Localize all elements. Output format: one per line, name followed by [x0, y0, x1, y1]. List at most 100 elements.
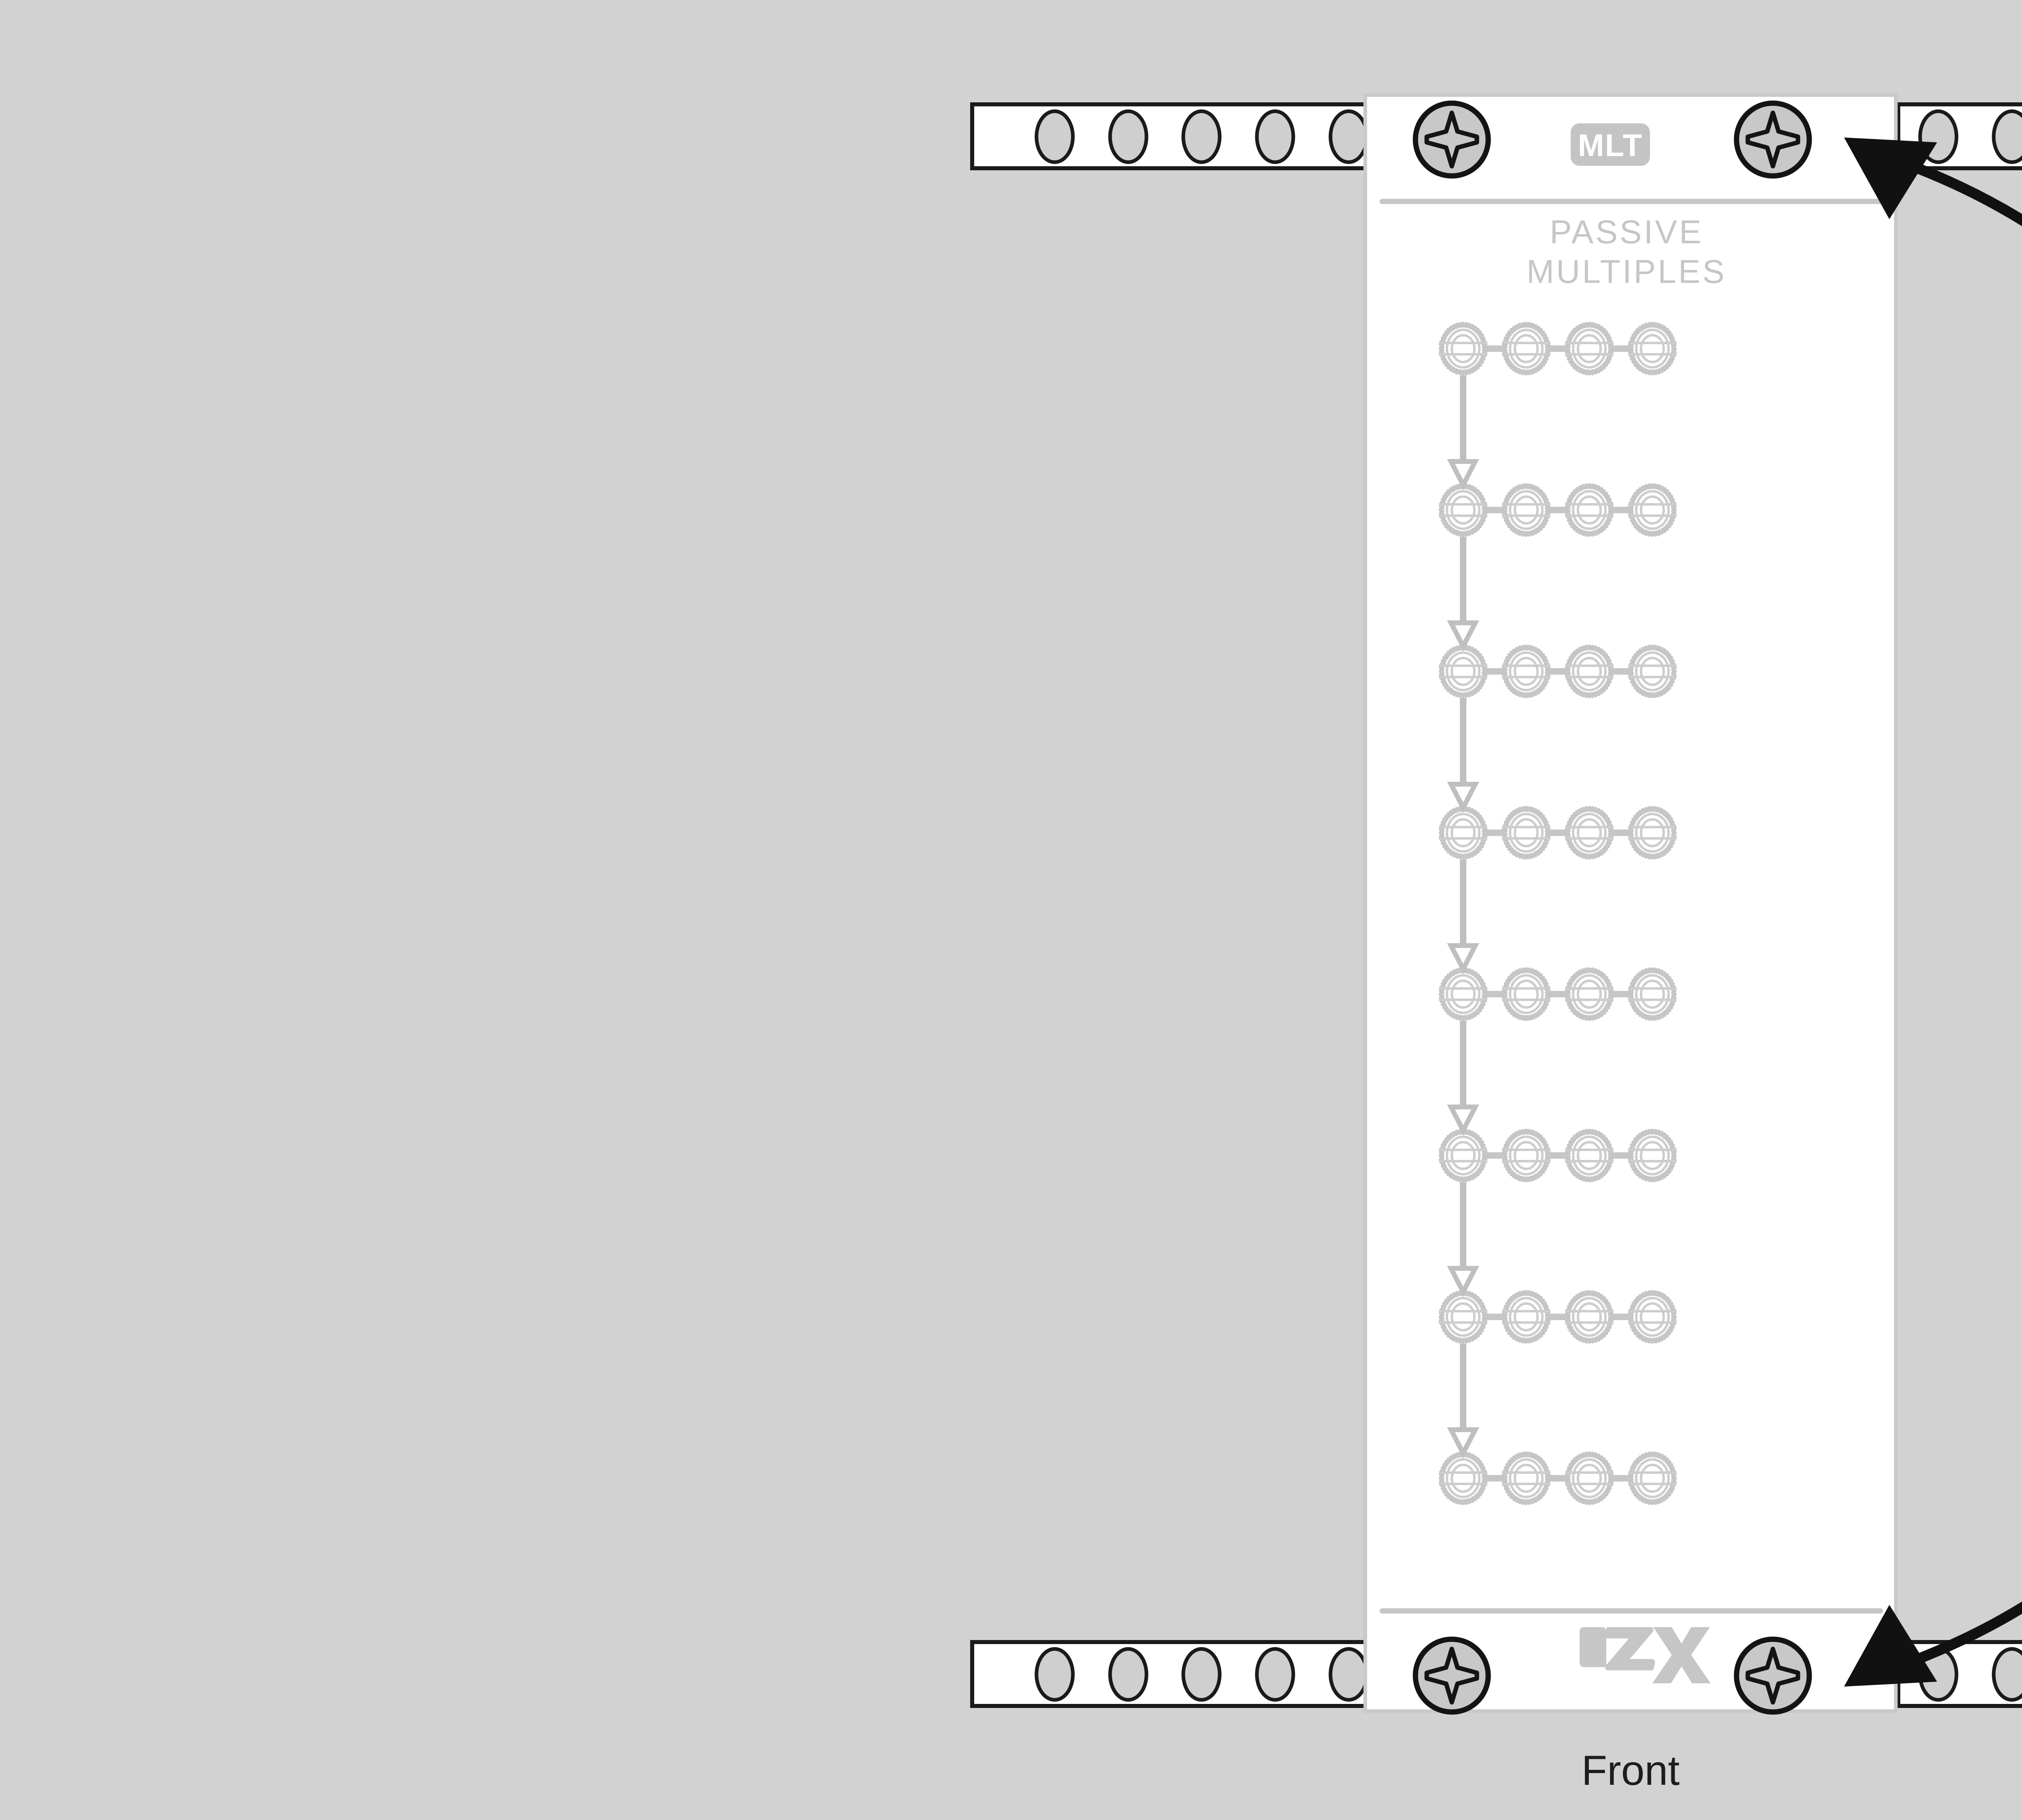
jack-outer-ring — [1509, 490, 1544, 530]
jack-inner-ring — [1577, 979, 1602, 1009]
knurled-jack-nut-icon[interactable] — [1628, 322, 1677, 376]
jack-inner-ring — [1577, 1141, 1602, 1170]
knurled-jack-nut-icon[interactable] — [1502, 483, 1551, 537]
knurled-jack-nut-icon[interactable] — [1438, 967, 1488, 1021]
knurled-jack-nut-icon[interactable] — [1628, 483, 1677, 537]
jack-outer-ring — [1635, 1135, 1670, 1176]
jack-inner-ring — [1640, 979, 1665, 1009]
knurled-jack-nut-icon[interactable] — [1502, 644, 1551, 698]
knurled-jack-nut-icon[interactable] — [1438, 483, 1488, 537]
panel-title-line2: MULTIPLES — [1527, 254, 1727, 290]
jack-knurl-ring — [1565, 483, 1614, 537]
jack-knurl-ring — [1438, 322, 1488, 376]
jack-inner-ring — [1640, 818, 1665, 848]
jack-inner-ring — [1640, 656, 1665, 686]
knurled-jack-nut-icon[interactable] — [1502, 806, 1551, 860]
jack-row — [1438, 967, 1677, 1021]
knurled-jack-nut-icon[interactable] — [1438, 644, 1488, 698]
knurled-jack-nut-icon[interactable] — [1438, 1128, 1488, 1183]
rail-mounting-slot-icon — [1181, 109, 1222, 164]
knurled-jack-nut-icon[interactable] — [1502, 1128, 1551, 1183]
jack-outer-ring — [1635, 974, 1670, 1014]
jack-outer-ring — [1572, 813, 1607, 853]
jack-knurl-ring — [1438, 1128, 1488, 1183]
jack-outer-ring — [1572, 490, 1607, 530]
knurled-jack-nut-icon[interactable] — [1628, 644, 1677, 698]
jack-inner-ring — [1451, 1141, 1476, 1170]
rail-mounting-slot-icon — [1181, 1647, 1222, 1702]
bottom-rail-left — [970, 1640, 1407, 1708]
mounting-screw-bottom-right[interactable] — [1734, 1636, 1812, 1715]
knurled-jack-nut-icon[interactable] — [1628, 1128, 1677, 1183]
jack-outer-ring — [1446, 1135, 1481, 1176]
jack-outer-ring — [1635, 490, 1670, 530]
mounting-screw-bottom-left[interactable] — [1413, 1636, 1491, 1715]
rail-hole-group-top-right — [1918, 109, 2022, 164]
jack-outer-ring — [1509, 1297, 1544, 1337]
jack-inner-ring — [1451, 979, 1476, 1009]
jack-outer-ring — [1635, 1458, 1670, 1498]
jack-inner-ring — [1640, 334, 1665, 364]
knurled-jack-nut-icon[interactable] — [1438, 1451, 1488, 1505]
brand-logo — [1580, 1627, 1711, 1683]
badge-background — [1571, 123, 1650, 166]
phillips-screw-icon[interactable] — [1413, 100, 1491, 179]
knurled-jack-nut-icon[interactable] — [1438, 1290, 1488, 1344]
jack-outer-ring — [1509, 813, 1544, 853]
signal-flow-arrow — [1447, 698, 1479, 813]
flow-arrow-head — [1447, 459, 1479, 491]
jack-outer-ring — [1572, 651, 1607, 692]
jack-knurl-ring — [1628, 967, 1677, 1021]
module-badge: MLT — [1571, 123, 1650, 166]
knurled-jack-nut-icon[interactable] — [1628, 806, 1677, 860]
jack-knurl-ring — [1565, 1290, 1614, 1344]
knurled-jack-nut-icon[interactable] — [1628, 967, 1677, 1021]
mounting-screw-top-right[interactable] — [1734, 100, 1812, 179]
phillips-screw-icon[interactable] — [1413, 1636, 1491, 1715]
jack-knurl-ring — [1565, 806, 1614, 860]
knurled-jack-nut-icon[interactable] — [1565, 806, 1614, 860]
knurled-jack-nut-icon[interactable] — [1502, 967, 1551, 1021]
flow-arrow-head — [1447, 620, 1479, 652]
signal-flow-arrow — [1447, 859, 1479, 975]
knurled-jack-nut-icon[interactable] — [1502, 1290, 1551, 1344]
knurled-jack-nut-icon[interactable] — [1565, 967, 1614, 1021]
knurled-jack-nut-icon[interactable] — [1565, 1128, 1614, 1183]
rail-hole-group-top-left — [1034, 109, 1369, 164]
jack-knurl-ring — [1438, 967, 1488, 1021]
knurled-jack-nut-icon[interactable] — [1628, 1290, 1677, 1344]
knurled-jack-nut-icon[interactable] — [1502, 1451, 1551, 1505]
jack-row — [1438, 483, 1677, 537]
knurled-jack-nut-icon[interactable] — [1565, 644, 1614, 698]
knurled-jack-nut-icon[interactable] — [1502, 322, 1551, 376]
jack-outer-ring — [1572, 1297, 1607, 1337]
jack-outer-ring — [1446, 974, 1481, 1014]
jack-outer-ring — [1509, 651, 1544, 692]
jack-knurl-ring — [1502, 483, 1551, 537]
knurled-jack-nut-icon[interactable] — [1438, 806, 1488, 860]
knurled-jack-nut-icon[interactable] — [1565, 1290, 1614, 1344]
knurled-jack-nut-icon[interactable] — [1565, 483, 1614, 537]
jack-knurl-ring — [1438, 1290, 1488, 1344]
jack-inner-ring — [1451, 334, 1476, 364]
flow-arrow-head — [1447, 782, 1479, 813]
jack-knurl-ring — [1438, 806, 1488, 860]
badge-label: MLT — [1578, 127, 1643, 163]
knurled-jack-nut-icon[interactable] — [1628, 1451, 1677, 1505]
jack-outer-ring — [1509, 1458, 1544, 1498]
knurled-jack-nut-icon[interactable] — [1565, 322, 1614, 376]
rail-mounting-slot-icon — [1034, 1647, 1075, 1702]
jack-inner-ring — [1451, 495, 1476, 525]
jack-outer-ring — [1446, 1458, 1481, 1498]
knurled-jack-nut-icon[interactable] — [1565, 1451, 1614, 1505]
phillips-screw-icon[interactable] — [1734, 100, 1812, 179]
jack-knurl-ring — [1565, 322, 1614, 376]
mounting-screw-top-left[interactable] — [1413, 100, 1491, 179]
jack-outer-ring — [1635, 813, 1670, 853]
knurled-jack-nut-icon[interactable] — [1438, 322, 1488, 376]
jack-outer-ring — [1509, 1135, 1544, 1176]
module-panel[interactable]: MLT PASSIVE MULTIPLES — [1363, 93, 1898, 1715]
jack-outer-ring — [1446, 1297, 1481, 1337]
phillips-screw-icon[interactable] — [1734, 1636, 1812, 1715]
